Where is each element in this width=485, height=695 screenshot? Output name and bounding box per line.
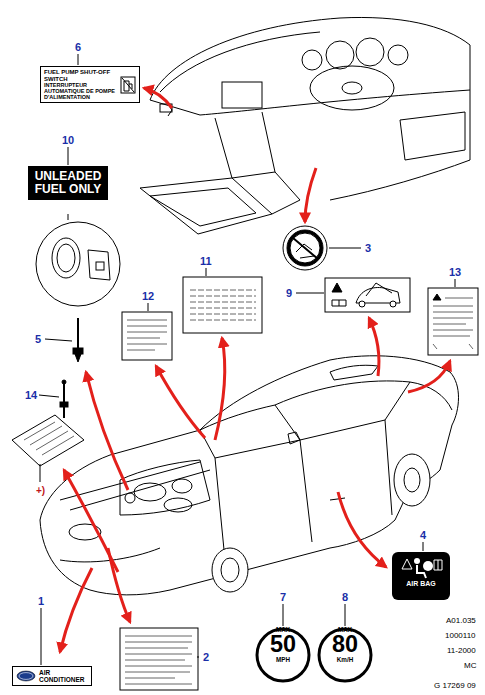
sticker-drawings: [12, 226, 478, 690]
callout-number: 9: [285, 287, 293, 299]
callout-number: 6: [74, 41, 82, 53]
callout-number: 3: [364, 242, 372, 254]
callout-number: 8: [341, 591, 349, 603]
drawing-stamp: A01.035: [445, 617, 477, 626]
drawing-stamp: 11-2000: [446, 647, 477, 656]
callout-number: 1: [37, 595, 45, 607]
airbag-label: AIR BAG: [392, 552, 450, 600]
label-text: UNLEADED FUEL ONLY: [32, 170, 104, 196]
callout-number: 12: [141, 290, 155, 302]
label-text: 50: [270, 633, 296, 656]
callout-number: 4: [419, 529, 427, 541]
bag-icon: [399, 555, 443, 579]
speed-disc: MAX50MPH: [255, 627, 311, 683]
warning-sticker: FUEL PUMP SHUT-OFF SWITCHINTERRUPTEUR AU…: [40, 66, 140, 103]
leader-lines: [39, 54, 455, 665]
label-text: AIR BAG: [406, 580, 436, 588]
label-text: FUEL PUMP SHUT-OFF SWITCH: [44, 69, 117, 82]
fuel-label: UNLEADED FUEL ONLY: [28, 166, 108, 200]
drawing-stamp: 1000110: [444, 632, 477, 641]
label-text: Km/H: [332, 657, 358, 663]
callout-number: 14: [24, 389, 38, 401]
label-text: AIR CONDITIONER: [39, 669, 88, 683]
red-arrows: [60, 88, 450, 652]
callout-number: 11: [199, 255, 213, 267]
label-text: MPH: [270, 657, 296, 663]
callout-number: 5: [34, 333, 42, 345]
speed-disc: MAX80Km/H: [317, 627, 373, 683]
callout-number: 10: [61, 134, 75, 146]
pump-icon: [120, 76, 136, 94]
footnote-mark: +): [35, 485, 46, 496]
callout-number: 7: [279, 591, 287, 603]
dashboard-drawing: [140, 17, 470, 234]
ford-icon: [16, 670, 36, 682]
fuel-filler-detail: [36, 214, 120, 306]
drawing-stamp: MC: [463, 662, 477, 671]
callout-number: 13: [448, 266, 462, 278]
ac-sticker: AIR CONDITIONER: [12, 666, 92, 686]
label-text: INTERRUPTEUR AUTOMATIQUE DE POMPE D'ALIM…: [44, 82, 117, 100]
callout-number: 2: [202, 651, 210, 663]
label-text: 80: [332, 633, 358, 656]
drawing-stamp: G 17269 09: [433, 682, 477, 691]
